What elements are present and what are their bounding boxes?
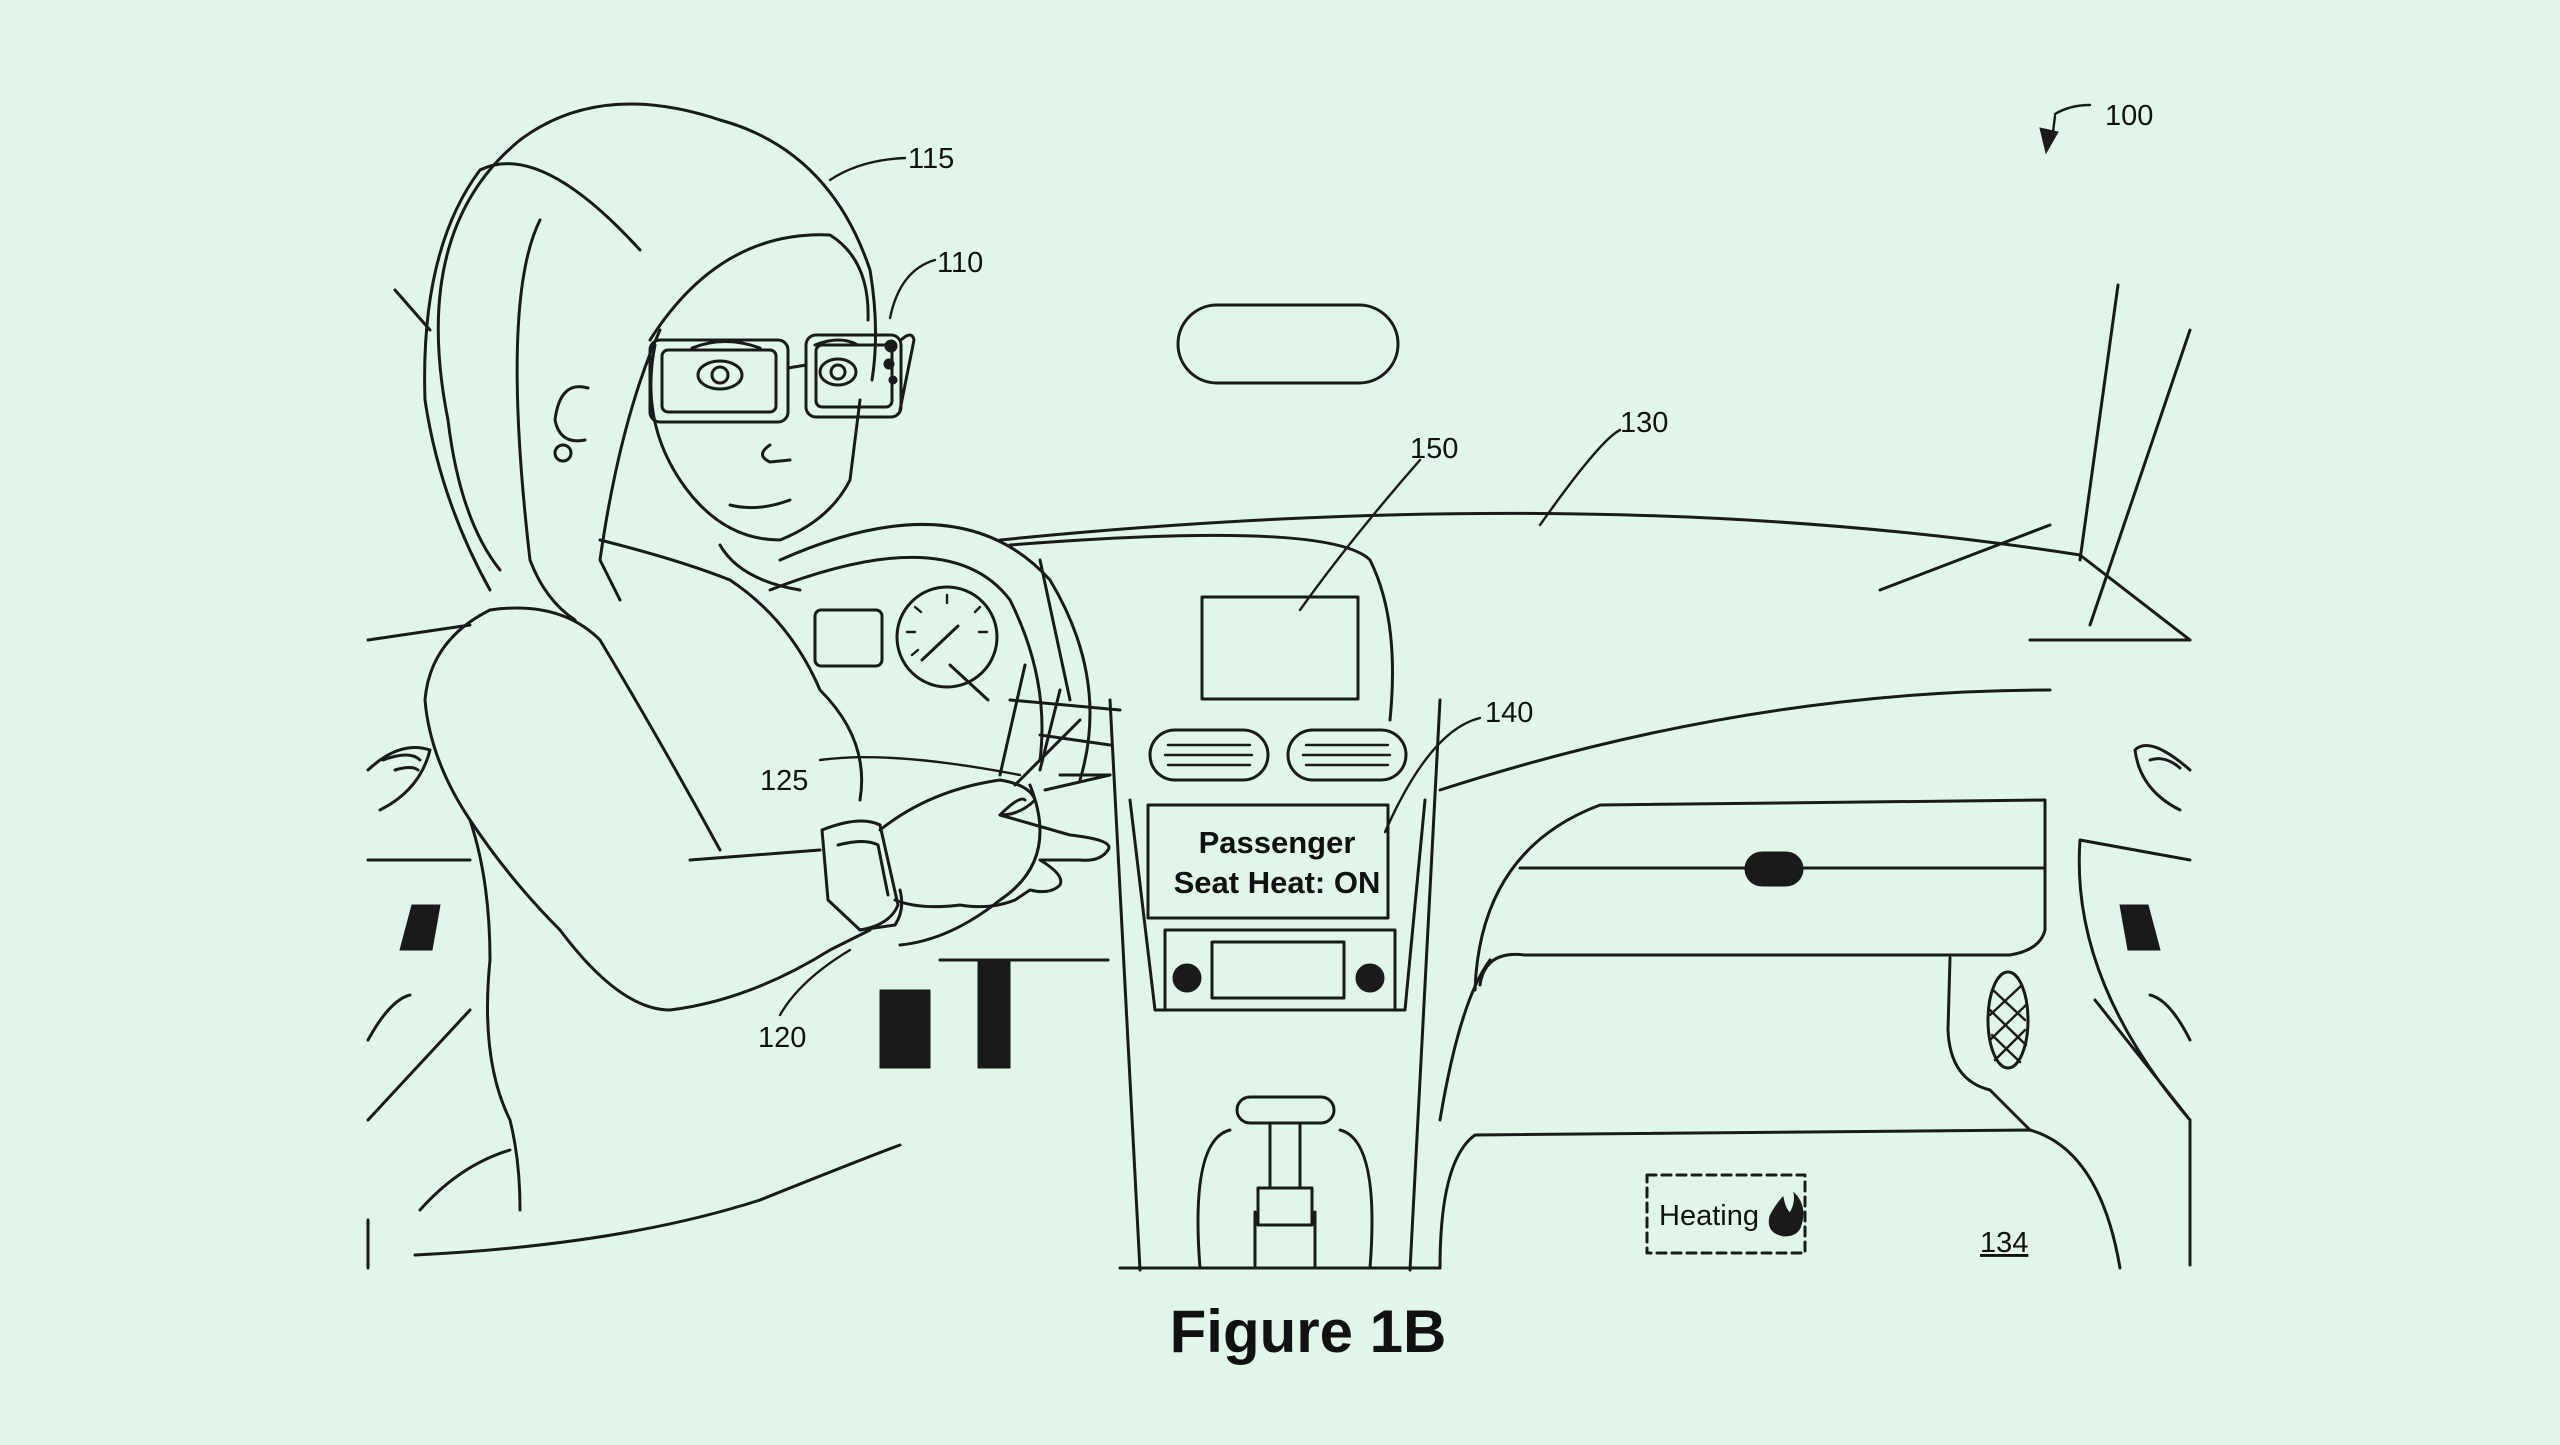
dashboard-top — [998, 511, 2192, 642]
left-a-pillar — [393, 288, 432, 332]
driver-face — [649, 343, 862, 542]
display-line-1: Passenger — [1199, 825, 1356, 860]
ref-125: 125 — [760, 765, 808, 797]
right-eye — [818, 357, 858, 387]
ref-115: 115 — [908, 143, 954, 175]
smart-glasses — [648, 333, 916, 424]
driver-hand — [878, 778, 1111, 909]
steering-area — [768, 522, 1122, 1069]
glove-box-handle — [1744, 851, 1804, 887]
right-door — [2077, 744, 2192, 1122]
driver-torso — [598, 538, 864, 802]
pedal-right — [977, 959, 1011, 1069]
right-knob — [1355, 963, 1385, 993]
figure-caption: Figure 1B — [1170, 1298, 1447, 1365]
info-display — [813, 608, 884, 668]
ref-140: 140 — [1485, 697, 1533, 729]
earring — [553, 443, 573, 463]
left-knob — [1172, 963, 1202, 993]
smartwatch — [820, 819, 904, 932]
center-console-hood — [1008, 533, 1394, 722]
ref-150: 150 — [1410, 433, 1458, 465]
driver-hair — [423, 138, 642, 592]
car-interior: Passenger Seat Heat: ON — [366, 283, 2192, 1272]
pedal-left — [879, 989, 931, 1069]
left-eye — [696, 359, 744, 391]
ref-100: 100 — [2105, 100, 2153, 132]
ref-110: 110 — [937, 247, 983, 279]
ref-130: 130 — [1620, 407, 1668, 439]
glove-box — [1473, 798, 2047, 992]
heating-label: Heating — [1659, 1200, 1759, 1232]
flame-icon — [1768, 1191, 1804, 1237]
display-line-2: Seat Heat: ON — [1174, 865, 1381, 900]
speaker — [1986, 970, 2030, 1070]
gesture-lines — [998, 663, 1112, 792]
seat-heat-display-140 — [1146, 803, 1390, 920]
rearview-mirror — [1176, 303, 1400, 385]
passenger-dash — [1438, 688, 2052, 792]
driver-lap — [413, 1143, 902, 1257]
center-screen-150 — [1200, 595, 1360, 701]
ref-120: 120 — [758, 1022, 806, 1054]
driver — [366, 102, 1112, 1270]
passenger-seat — [1438, 1128, 2122, 1270]
ref-134: 134 — [1980, 1227, 2028, 1259]
gear-shifter — [1196, 1095, 1374, 1270]
control-panel — [1163, 928, 1397, 1012]
driver-arm — [558, 848, 872, 1012]
center-vents — [1148, 728, 1408, 782]
heating-indicator — [1645, 1173, 1807, 1255]
left-door — [366, 746, 472, 1122]
leader-lines — [778, 103, 2092, 1017]
speedometer — [895, 585, 999, 689]
driver-ear — [553, 385, 590, 443]
right-a-pillar — [2078, 283, 2192, 627]
